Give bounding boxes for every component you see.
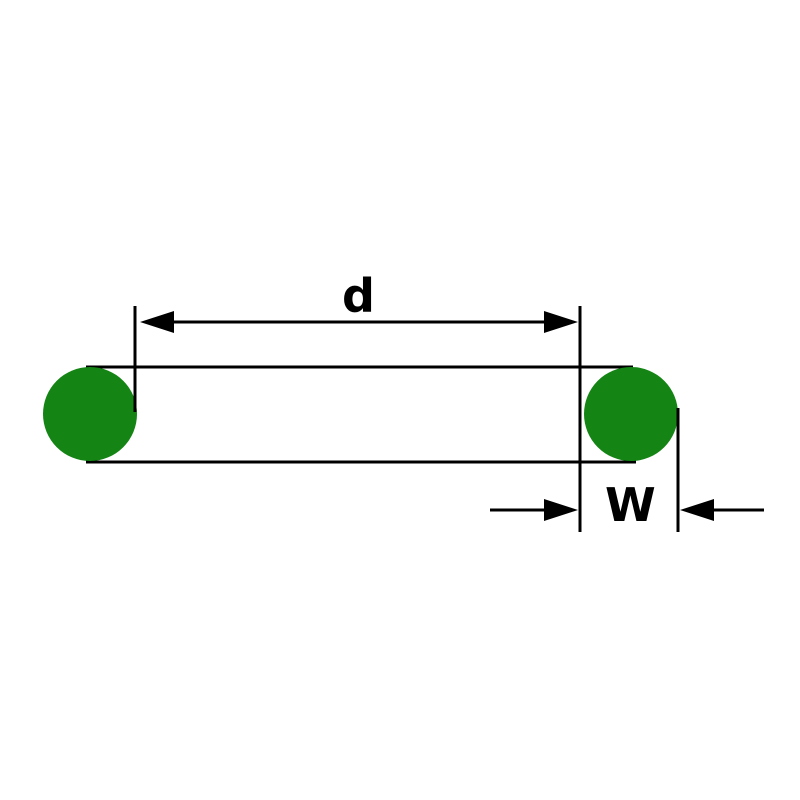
- w-arrowhead-left: [544, 499, 578, 521]
- d-arrowhead-left: [140, 311, 174, 333]
- right-ring-section: [584, 367, 678, 461]
- left-ring-section: [43, 367, 137, 461]
- d-label: d: [342, 269, 375, 323]
- w-label: W: [605, 478, 656, 532]
- w-arrowhead-right: [680, 499, 714, 521]
- d-arrowhead-right: [544, 311, 578, 333]
